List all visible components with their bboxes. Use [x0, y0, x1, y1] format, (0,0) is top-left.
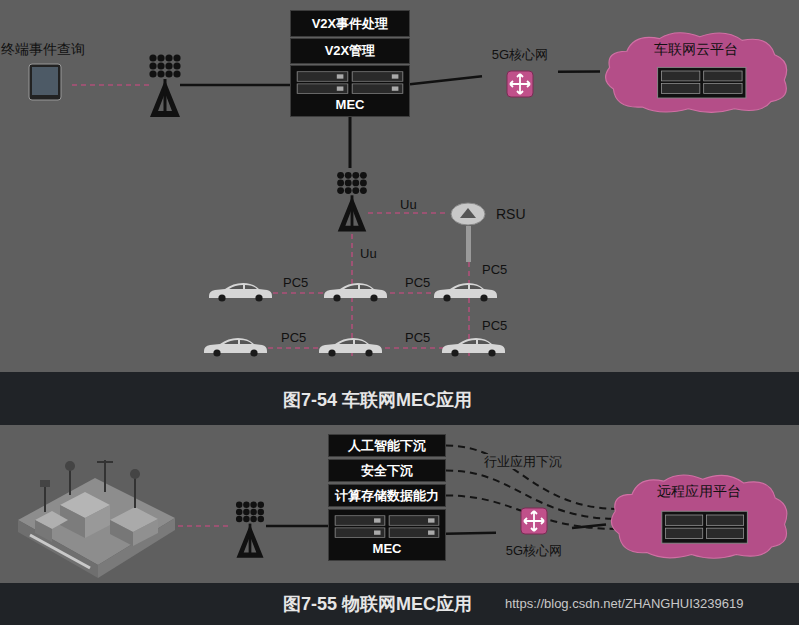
node-cloud: 车联网云平台 [600, 26, 792, 116]
annotation-label: PC5 [403, 275, 432, 290]
node-label: 5G核心网 [492, 46, 548, 63]
city-illustration [18, 460, 175, 578]
connector [446, 533, 496, 534]
annotation-label: PC5 [480, 262, 509, 277]
node-label: 远程应用平台 [657, 482, 741, 500]
node-label: 车联网云平台 [654, 40, 738, 58]
node-label: 5G核心网 [506, 542, 562, 559]
annotation-label: PC5 [403, 330, 432, 345]
server-units [295, 70, 405, 96]
figure-caption: 图7-54 车联网MEC应用 [283, 389, 472, 411]
rsu-icon [448, 200, 486, 228]
node-router-top: 5G核心网 [482, 38, 558, 106]
node-mec: MEC [328, 509, 446, 561]
dashed-connector [446, 446, 620, 510]
connector [410, 76, 482, 84]
node-rsu: RSU [448, 198, 544, 230]
node-label: RSU [496, 205, 526, 223]
node-label: 安全下沉 [361, 463, 413, 479]
cloud-shape [606, 468, 792, 562]
node-label: 人工智能下沉 [348, 438, 426, 454]
node-router-bottom: 5G核心网 [496, 500, 572, 564]
node-box: V2X事件处理 [290, 10, 410, 37]
annotation-label: PC5 [480, 318, 509, 333]
node-label: 终端事件查询 [1, 40, 127, 58]
server-units [333, 514, 441, 540]
node-label: 计算存储数据能力 [335, 488, 439, 504]
annotation-label: Uu [398, 197, 419, 212]
node-label: V2X事件处理 [312, 16, 389, 32]
node-label: MEC [373, 541, 402, 557]
figure-caption: 图7-55 物联网MEC应用 [283, 593, 472, 615]
annotation-label: 行业应用下沉 [482, 454, 564, 469]
tablet-icon [27, 62, 63, 102]
node-box: V2X管理 [290, 38, 410, 64]
node-label: MEC [336, 97, 365, 113]
annotation-label: PC5 [281, 275, 310, 290]
node-box: 人工智能下沉 [328, 434, 446, 457]
watermark: https://blog.csdn.net/ZHANGHUI3239619 [505, 596, 743, 612]
annotation-label: Uu [358, 246, 379, 261]
node-mec: MEC [290, 65, 410, 117]
node-tablet: 终端事件查询 [1, 40, 127, 106]
node-box: 安全下沉 [328, 459, 446, 482]
node-box: 计算存储数据能力 [328, 484, 446, 507]
node-cloud: 远程应用平台 [606, 468, 792, 562]
node-label: V2X管理 [325, 43, 376, 59]
router-icon [505, 69, 535, 99]
router-icon [519, 506, 549, 536]
annotation-label: PC5 [279, 330, 308, 345]
connector [558, 70, 600, 73]
cloud-shape [600, 26, 792, 116]
